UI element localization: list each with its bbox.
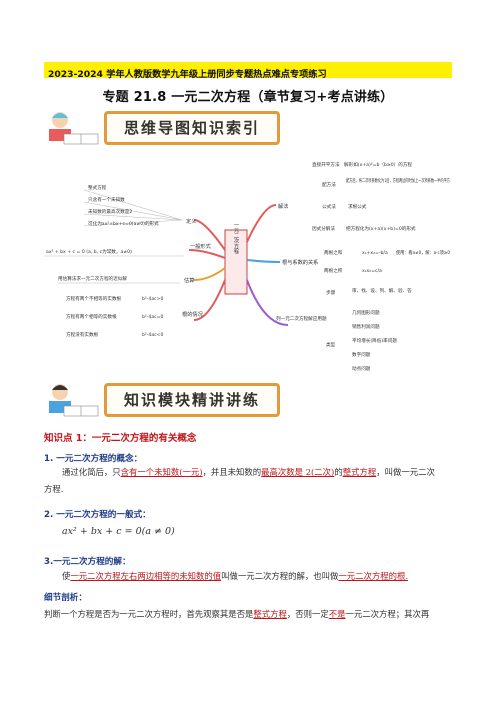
branch-general: 一般形式 — [190, 242, 212, 250]
def-item: 可化为ax²+bx+c=0(a≠0)的形式 — [88, 220, 159, 227]
svg-text:直接开平方法: 直接开平方法 — [312, 161, 340, 168]
section-knowledge-banner: 知识模块精讲讲练 — [44, 380, 280, 420]
paragraph-details: 判断一个方程是否为一元二次方程时，首先观察其是否是整式方程，否则一定不是一元二次… — [44, 609, 430, 619]
estimate-item: 用估算法求一元二次方程的近似解 — [58, 275, 127, 282]
roots-cond: b²-4ac<0 — [142, 332, 164, 338]
roots-cond: b²-4ac>0 — [142, 296, 164, 302]
branch-definition: 定义 — [186, 217, 196, 225]
subheading-solution: 3.一元二次方程的解： — [44, 557, 131, 567]
svg-text:类型: 类型 — [326, 341, 336, 348]
def-item: 未知数的最高次数是2 — [88, 208, 132, 215]
def-item: 只含有一个未知数 — [88, 196, 125, 203]
svg-text:两根之积: 两根之积 — [324, 267, 343, 274]
knowledge-point-heading: 知识点 1：一元二次方程的有关概念 — [44, 433, 197, 444]
section-title: 思维导图知识索引 — [123, 119, 260, 137]
svg-text:平均增长(降低)率问题: 平均增长(降低)率问题 — [352, 337, 397, 344]
branch-vieta: 根与系数的关系 — [282, 258, 318, 266]
application-items: 步骤 审、找、设、列、解、验、答 类型 几何图形问题 销售利润问题 平均增长(降… — [326, 287, 412, 372]
def-item: 整式方程 — [88, 184, 107, 191]
general-form-formula: ax² + bx + c = 0(a ≠ 0) — [62, 526, 175, 537]
definition-items: 整式方程 只含有一个未知数 未知数的最高次数是2 可化为ax²+bx+c=0(a… — [83, 184, 183, 227]
header-banner: 2023-2024 学年人教版数学九年级上册同步专题热点难点专项练习 — [44, 62, 452, 80]
center-label: 一元二次方程 — [233, 222, 239, 255]
svg-text:公式法: 公式法 — [322, 203, 336, 210]
vieta-items: 两根之和 两根之积 x₁+x₂=-b/a x₁x₂=c/a 使用：看a≠0，解：… — [324, 249, 450, 274]
subheading-general-form: 2. 一元二次方程的一般式： — [44, 510, 151, 520]
svg-text:两根之和: 两根之和 — [324, 249, 343, 256]
banner-text: 2023-2024 学年人教版数学九年级上册同步专题热点难点专项练习 — [48, 69, 327, 80]
branch-roots: 根的情况 — [182, 310, 204, 318]
svg-text:配方法: 配方法 — [322, 181, 336, 188]
section-board: 思维导图知识索引 — [104, 111, 280, 145]
svg-text:解形如(x+a)²=b（b≥0）的方程: 解形如(x+a)²=b（b≥0）的方程 — [344, 161, 412, 168]
document-title: 专题 21.8 一元二次方程（章节复习+考点讲练） — [102, 90, 394, 105]
section-mindmap-banner: 思维导图知识索引 — [44, 108, 280, 148]
svg-text:把方程化为(x+a)(x+b)=0的形式: 把方程化为(x+a)(x+b)=0的形式 — [346, 225, 416, 232]
section-board: 知识模块精讲讲练 — [104, 383, 280, 417]
student-reading-icon — [49, 384, 99, 417]
roots-item: 方程没有实数根 — [66, 331, 99, 338]
student-reading-icon — [49, 112, 99, 145]
svg-text:配方后，将二次项系数化为1后，方程两边同时加上一次项系数一半: 配方后，将二次项系数化为1后，方程两边同时加上一次项系数一半的平方 — [346, 177, 450, 184]
paragraph-solution: 使一元二次方程左右两边相等的未知数的值叫做一元二次方程的解，也叫做一元二次方程的… — [62, 571, 409, 581]
roots-item: 方程有两个不相等的实数根 — [66, 295, 122, 302]
mind-map: 一元二次方程 定义 一般形式 估算 根的情况 整式方程 只含有一个未知数 未知数… — [44, 161, 450, 372]
svg-text:x₁x₂=c/a: x₁x₂=c/a — [362, 268, 382, 274]
svg-text:x₁+x₂=-b/a: x₁+x₂=-b/a — [362, 250, 388, 256]
roots-items: 方程有两个不相等的实数根 方程有两个相等的实数根 方程没有实数根 b²-4ac>… — [66, 295, 164, 338]
roots-cond: b²-4ac=0 — [142, 314, 164, 320]
svg-text:销售利润问题: 销售利润问题 — [352, 323, 380, 330]
mind-map-center-node — [224, 229, 248, 295]
paragraph-concept: 通过化简后，只含有一个未知数(一元)，并且未知数的最高次数是 2(二次)的整式方… — [44, 467, 435, 494]
svg-text:因式分解法: 因式分解法 — [312, 225, 335, 232]
svg-text:动点问题: 动点问题 — [352, 365, 371, 372]
solve-methods: 直接开平方法 配方法 公式法 因式分解法 解形如(x+a)²=b（b≥0）的方程… — [312, 161, 450, 232]
subheading-details: 细节剖析： — [44, 593, 87, 603]
branch-solve: 解法 — [278, 202, 288, 210]
svg-text:几何图形问题: 几何图形问题 — [352, 309, 380, 316]
svg-text:数字问题: 数字问题 — [352, 351, 371, 358]
general-formula: ax² + bx + c = 0 (a, b, c为常数，a≠0) — [46, 248, 132, 255]
branch-application: 列一元二次方程解应用题 — [276, 315, 327, 322]
svg-text:审、找、设、列、解、验、答: 审、找、设、列、解、验、答 — [352, 287, 412, 294]
svg-text:求根公式: 求根公式 — [348, 203, 367, 210]
roots-item: 方程有两个相等的实数根 — [66, 313, 117, 320]
branch-estimate: 估算 — [184, 276, 194, 284]
svg-text:使用：看a≠0，解：a·c须≥0: 使用：看a≠0，解：a·c须≥0 — [396, 249, 450, 256]
svg-text:步骤: 步骤 — [326, 289, 336, 296]
section-title: 知识模块精讲讲练 — [123, 391, 260, 409]
subheading-concept: 1. 一元二次方程的概念： — [44, 454, 143, 464]
